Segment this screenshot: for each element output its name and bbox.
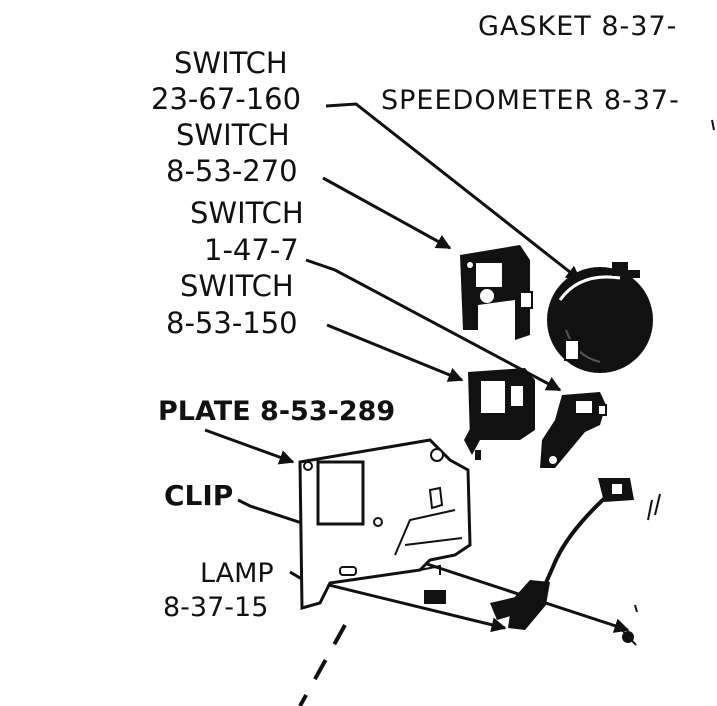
label-switch-c-name: SWITCH — [190, 196, 304, 230]
label-switch-d-number: 8-53-150 — [166, 306, 298, 340]
label-plate: PLATE 8-53-289 — [158, 396, 395, 427]
label-switch-d-name: SWITCH — [180, 269, 294, 303]
speedometer-fragment-mark — [711, 119, 715, 131]
label-speedometer: SPEEDOMETER 8-37- — [381, 85, 680, 116]
lamp-socket-part — [490, 478, 634, 630]
dashed-locator-line — [298, 624, 347, 706]
toggle-switch-part — [464, 368, 535, 460]
leader-switch-d — [326, 323, 464, 382]
label-clip: CLIP — [164, 479, 233, 512]
label-gasket: GASKET 8-37- — [478, 11, 677, 42]
leader-switch-b — [322, 176, 452, 250]
small-switch-part — [540, 392, 607, 468]
stray-scan-marks — [647, 493, 661, 521]
switch-bracket-part — [460, 245, 533, 340]
label-switch-a-name: SWITCH — [174, 46, 288, 80]
label-lamp-number: 8-37-15 — [163, 592, 268, 623]
leader-clip — [237, 498, 630, 633]
clip-part — [619, 627, 637, 646]
stray-scan-mark-2 — [634, 604, 638, 613]
mounting-plate-part — [298, 438, 472, 610]
label-lamp-name: LAMP — [200, 558, 274, 589]
speedometer-part — [547, 262, 653, 373]
label-switch-a-number: 23-67-160 — [151, 82, 301, 116]
label-switch-b-number: 8-53-270 — [166, 154, 298, 188]
label-switch-b-name: SWITCH — [176, 118, 290, 152]
label-switch-c-number: 1-47-7 — [204, 233, 299, 267]
leader-lamp — [289, 570, 507, 633]
leader-plate — [204, 428, 295, 465]
leader-switch-c — [305, 258, 562, 392]
leader-switch-a — [325, 102, 582, 282]
